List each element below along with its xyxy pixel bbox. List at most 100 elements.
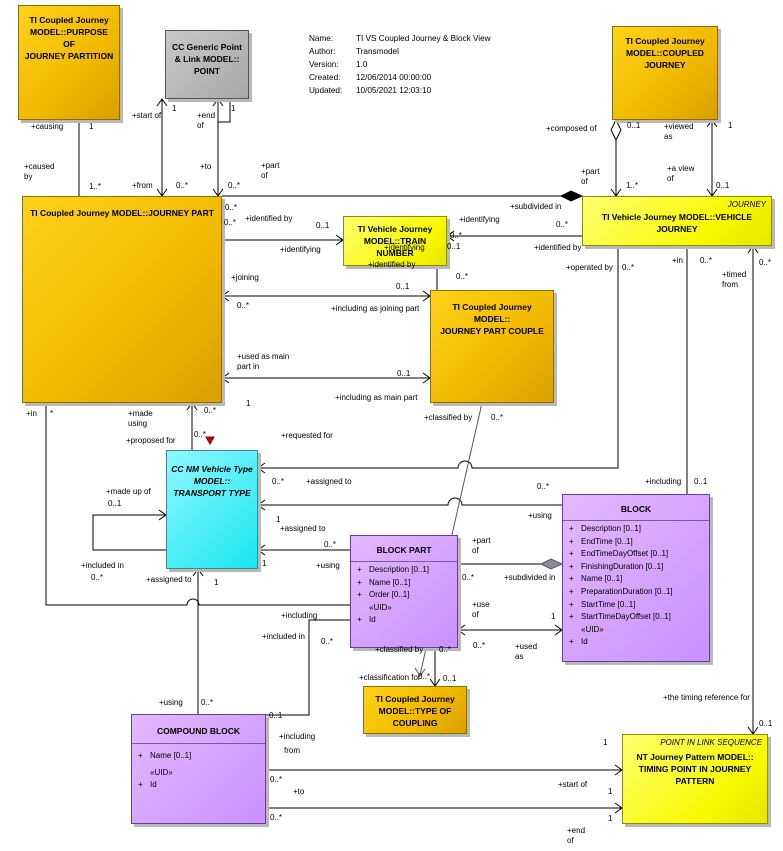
multiplicity-label: 1 [214,578,219,587]
arrowhead-operated [257,462,266,474]
role-label: +made using [128,409,153,428]
multiplicity-label: 0..* [456,272,469,281]
class-coupled-journey[interactable]: TI Coupled Journey MODEL::COUPLED JOURNE… [612,26,718,120]
class-type-of-coupling[interactable]: TI Coupled Journey MODEL::TYPE OF COUPLI… [363,686,467,734]
attribute-row: +FinishingDuration [0..1] [569,561,664,571]
class-compound-block[interactable]: COMPOUND BLOCK +Name [0..1] «UID» +Id [131,714,266,824]
multiplicity-label: 1 [172,104,177,113]
attribute-row: +Id [138,780,157,790]
multiplicity-label: 0..* [622,263,635,272]
class-train-number[interactable]: TI Vehicle Journey MODEL::TRAIN NUMBER [343,216,447,266]
role-label: +causing [31,122,64,131]
role-label: +assigned to [146,575,192,584]
multiplicity-label: 0..* [194,430,207,439]
class-title: TI Coupled Journey MODEL:: JOURNEY PART … [440,302,544,336]
role-label: +identified by [534,243,582,252]
multiplicity-label: 0..* [201,698,214,707]
updated-value: 10/05/2021 12:03:10 [356,86,432,95]
multiplicity-label: 0..* [537,482,550,491]
role-label: +proposed for [126,436,176,445]
multiplicity-label: 0..* [700,256,713,265]
version-value: 1.0 [356,60,368,69]
role-label: +to [293,787,305,796]
connector-block-transport [258,497,562,506]
multiplicity-label: 1 [608,814,613,823]
multiplicity-label: 0..* [224,218,237,227]
class-journey-part[interactable]: TI Coupled Journey MODEL::JOURNEY PART [22,196,222,403]
multiplicity-label: 0..1 [397,369,411,378]
role-label: +assigned to [306,477,352,486]
role-label: +in [672,256,683,265]
multiplicity-label: 0..* [759,258,772,267]
multiplicity-label: 0..* [450,231,463,240]
role-label: +included in [262,632,305,641]
multiplicity-label: 0..* [321,637,334,646]
class-stereotype: POINT IN LINK SEQUENCE [660,738,762,747]
arrowhead-joining-l [221,290,230,302]
multiplicity-label: 0..1 [396,282,410,291]
role-label: +used as main part in [237,352,290,371]
multiplicity-label: 0..* [491,413,504,422]
uid-stereotype: «UID» [369,602,392,612]
class-stereotype: JOURNEY [727,200,766,209]
warning-marker-icon [205,436,215,446]
class-title: BLOCK PART [376,545,432,555]
class-timing-point[interactable]: POINT IN LINK SEQUENCE NT Journey Patter… [622,734,768,824]
role-label: +classified by [375,645,424,654]
role-label: +included in [81,561,124,570]
arrowhead-identifying [446,230,455,242]
multiplicity-label: 0..* [176,181,189,190]
arrowhead-use-of-l [457,624,466,636]
connector-compound-including [266,619,350,716]
class-title: TI Coupled Journey MODEL::PURPOSE OF JOU… [24,15,114,61]
attribute-row: +EndTimeDayOffset [0..1] [569,549,669,559]
role-label: +from [132,181,153,190]
class-transport-type[interactable]: CC NM Vehicle Type MODEL:: TRANSPORT TYP… [166,450,258,569]
multiplicity-label: 1 [608,787,613,796]
aggregation-diamond-coupled [610,118,622,142]
author-value: Transmodel [356,47,399,56]
class-title: CC Generic Point & Link MODEL:: POINT [172,42,242,76]
class-vehicle-journey[interactable]: JOURNEY TI Vehicle Journey MODEL::VEHICL… [582,196,772,246]
class-point[interactable]: CC Generic Point & Link MODEL:: POINT [165,30,249,99]
class-journey-part-couple[interactable]: TI Coupled Journey MODEL:: JOURNEY PART … [430,290,554,403]
role-label: +viewed as [664,122,694,141]
multiplicity-label: * [50,409,54,418]
role-label: +using [528,511,552,520]
multiplicity-label: 1 [603,738,608,747]
role-label: +used as [515,642,538,661]
class-title: BLOCK [620,504,652,514]
class-title: TI Vehicle Journey MODEL::TRAIN NUMBER [357,224,433,258]
multiplicity-label: 0..* [270,775,283,784]
attribute-row: +Name [0..1] [569,574,623,584]
attribute-row: +PreparationDuration [0..1] [569,586,673,596]
multiplicity-label: 0..* [270,813,283,822]
multiplicity-label: 0..* [462,573,475,582]
role-label: +requested for [281,431,333,440]
role-label: +made up of [106,487,151,496]
multiplicity-label: 1 [246,399,251,408]
attribute-row: +Description [0..1] [569,524,642,533]
class-purpose-of-journey-partition[interactable]: TI Coupled Journey MODEL::PURPOSE OF JOU… [18,5,120,120]
multiplicity-label: 1 [262,559,267,568]
uid-stereotype: «UID» [150,767,173,777]
role-label: +composed of [546,124,597,133]
role-label: +classification for [359,673,421,682]
multiplicity-label: 0..* [418,672,431,681]
class-title: TI Coupled Journey MODEL::COUPLED JOURNE… [625,36,705,70]
role-label: +use of [472,600,490,619]
arrowhead-made-using [186,402,198,411]
class-block-part[interactable]: BLOCK PART +Description [0..1] +Name [0.… [350,535,458,648]
attribute-row: +Name [0..1] [138,751,192,760]
diagram-metadata: Name:TI VS Coupled Journey & Block View … [309,32,491,97]
multiplicity-label: 0..* [237,301,250,310]
multiplicity-label: 0..* [272,477,285,486]
connector-in-left [45,403,350,606]
role-label: +start of [132,111,162,120]
attribute-row: +Name [0..1] [357,577,411,587]
name-label: Name: [309,34,334,43]
composition-diamond-block [539,558,564,570]
class-block[interactable]: BLOCK +Description [0..1] +EndTime [0..1… [562,494,710,662]
arrowhead-timed [747,245,759,254]
